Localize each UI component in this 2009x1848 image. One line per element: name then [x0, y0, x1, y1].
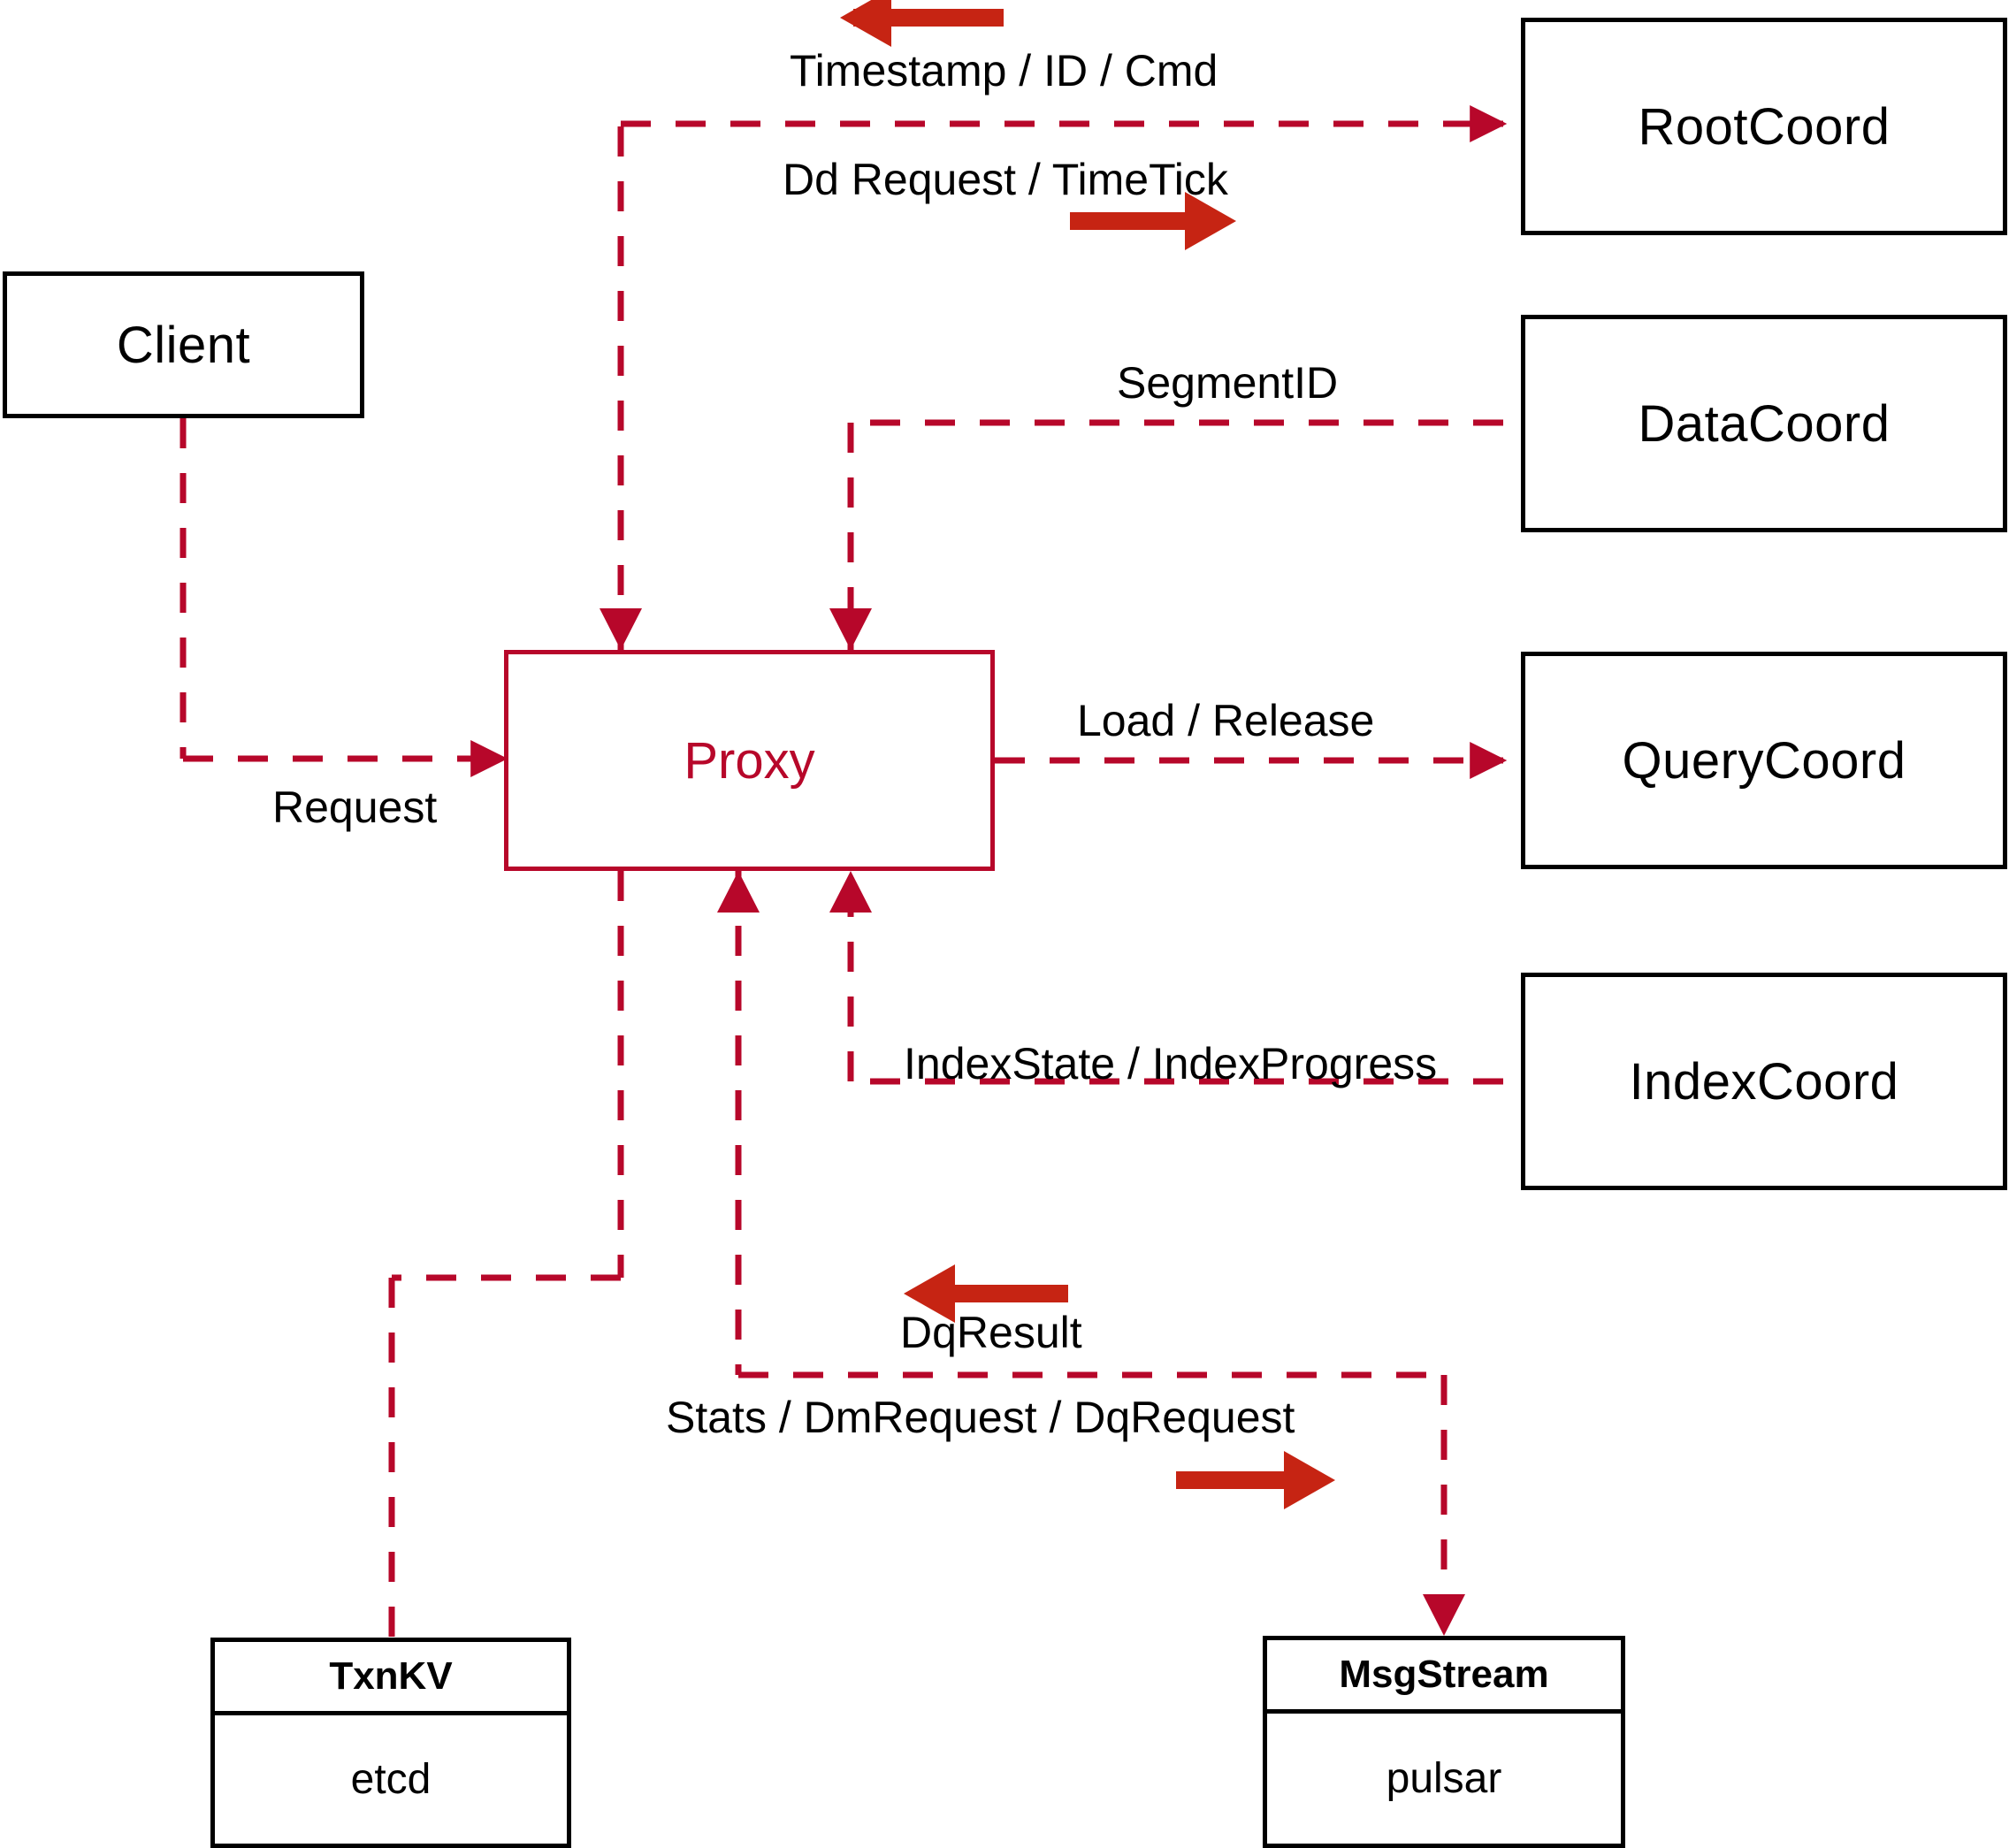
direction-arrow-timestamp-left — [840, 0, 1004, 47]
edge-label-stats-dmrequest-dqrequest: Stats / DmRequest / DqRequest — [666, 1393, 1295, 1442]
node-datacoord[interactable]: DataCoord — [1521, 315, 2007, 532]
edge-indexcoord-to-proxy — [829, 871, 1503, 1085]
node-proxy-label: Proxy — [684, 731, 815, 790]
store-txnkv-title: TxnKV — [215, 1642, 567, 1715]
node-rootcoord-label: RootCoord — [1638, 97, 1891, 156]
edge-label-timestamp-id-cmd: Timestamp / ID / Cmd — [790, 46, 1218, 95]
edge-label-dd-request-timetick: Dd Request / TimeTick — [783, 155, 1228, 204]
store-msgstream-body: pulsar — [1386, 1755, 1502, 1802]
node-client[interactable]: Client — [3, 271, 364, 418]
node-datacoord-label: DataCoord — [1638, 394, 1891, 453]
store-txnkv[interactable]: TxnKV etcd — [210, 1638, 571, 1848]
edge-label-request: Request — [272, 783, 438, 832]
node-rootcoord[interactable]: RootCoord — [1521, 18, 2007, 235]
node-proxy[interactable]: Proxy — [504, 650, 995, 871]
edge-label-indexstate-indexprogress: IndexState / IndexProgress — [904, 1039, 1438, 1088]
node-indexcoord[interactable]: IndexCoord — [1521, 973, 2007, 1190]
edge-client-to-proxy — [180, 418, 508, 777]
direction-arrow-dqresult-left — [904, 1264, 1068, 1323]
node-querycoord-label: QueryCoord — [1622, 731, 1906, 790]
edge-label-segmentid: SegmentID — [1117, 358, 1339, 408]
store-msgstream-title: MsgStream — [1267, 1640, 1621, 1714]
node-querycoord[interactable]: QueryCoord — [1521, 652, 2007, 869]
edge-label-load-release: Load / Release — [1077, 696, 1375, 745]
direction-arrow-dqrequest-right — [1176, 1451, 1335, 1509]
edge-datacoord-to-proxy — [829, 419, 1503, 650]
node-indexcoord-label: IndexCoord — [1629, 1052, 1899, 1111]
edge-proxy-msgstream — [717, 871, 1465, 1636]
edge-proxy-to-rootcoord — [600, 105, 1508, 650]
direction-arrow-ddrequest-right — [1070, 192, 1236, 250]
store-txnkv-body: etcd — [350, 1756, 432, 1803]
edge-label-dqresult: DqResult — [900, 1308, 1082, 1357]
store-msgstream[interactable]: MsgStream pulsar — [1263, 1636, 1625, 1848]
node-client-label: Client — [116, 316, 251, 374]
edge-proxy-to-txnkv — [388, 871, 624, 1638]
